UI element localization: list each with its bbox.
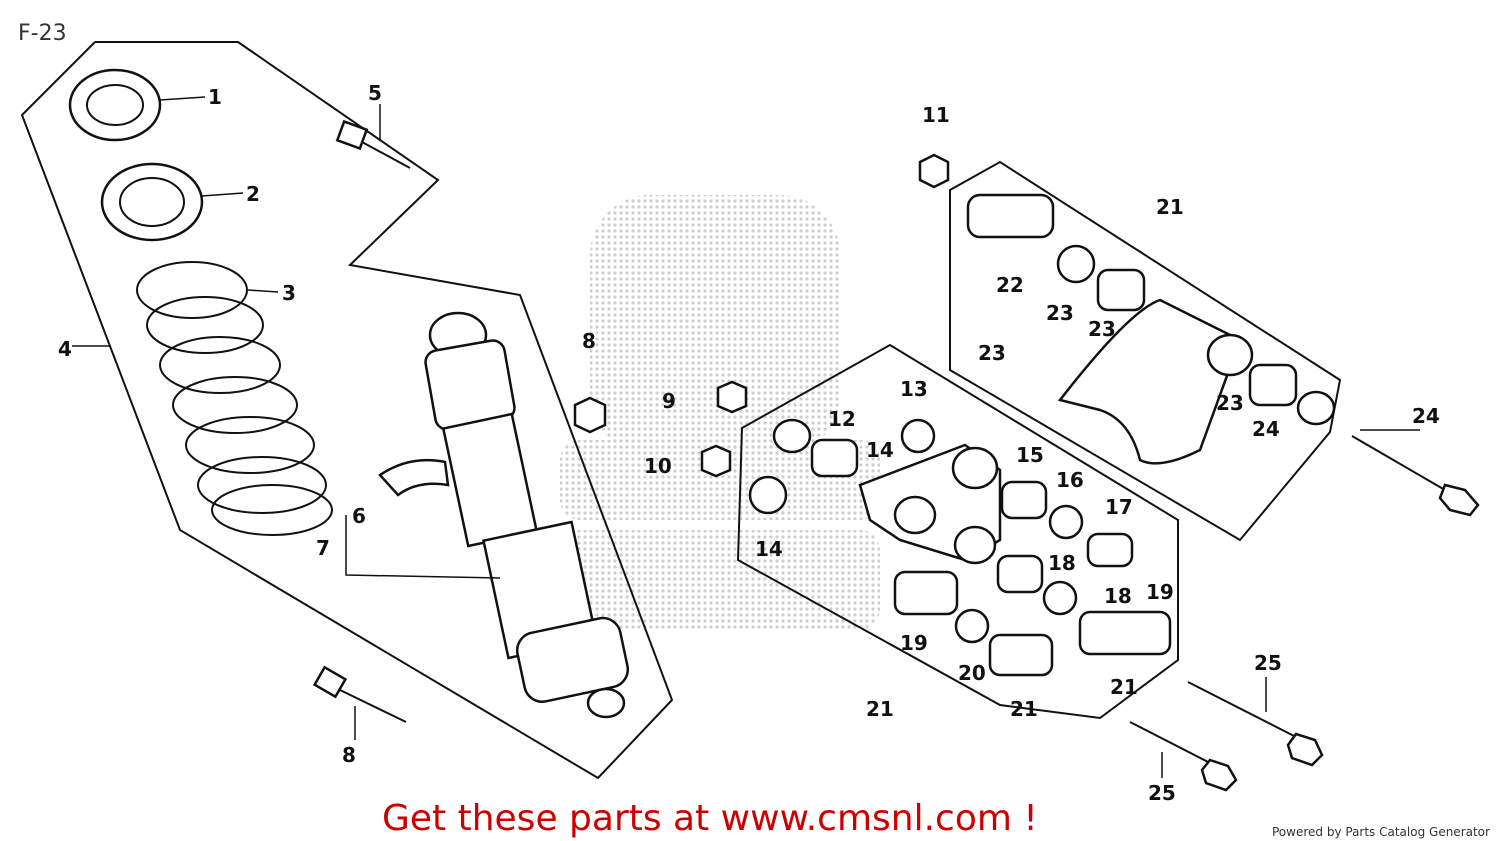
callout-labels: 1 2 3 4 5 6 7 8 8 9 10 11 12 13 14 14 15… [58, 81, 1440, 805]
leader-lines [72, 96, 1420, 778]
diagram-title: F-23 [18, 21, 67, 46]
callout-23-d: 24 [1252, 417, 1280, 441]
callout-3: 7 [316, 536, 330, 560]
callout-1: 4 [58, 337, 72, 361]
callout-9: 17 [1105, 495, 1133, 519]
callout-12: 23 [978, 341, 1006, 365]
bolt-15 [1129, 721, 1238, 792]
adjuster-nut-4 [100, 162, 204, 242]
callout-23-b: 18 [1104, 584, 1132, 608]
promo-banner[interactable]: Get these parts at www.cmsnl.com ! [382, 798, 1038, 839]
callout-19-top: 11 [922, 103, 950, 127]
callout-22: 15 [1016, 443, 1044, 467]
callout-15: 25 [1148, 781, 1176, 805]
nut-18-mid [700, 444, 732, 478]
callout-16: 8 [342, 743, 356, 767]
credit-text: Powered by Parts Catalog Generator [1272, 825, 1490, 839]
frame-linkage-group [736, 343, 1179, 720]
callout-7: 21 [1010, 697, 1038, 721]
spring-2 [136, 261, 333, 536]
callout-14-bottom: 25 [1254, 651, 1282, 675]
callout-18-mid: 10 [644, 454, 672, 478]
callout-11: 21 [1156, 195, 1184, 219]
callout-24-b: 20 [958, 661, 986, 685]
nut-18-top [573, 396, 607, 434]
callout-19-mid: 9 [662, 389, 676, 413]
callout-25-a: 13 [900, 377, 928, 401]
callout-23-a: 12 [828, 407, 856, 431]
callout-21-d: 23 [1216, 391, 1244, 415]
callout-6: 21 [866, 697, 894, 721]
frame-arm-group [949, 160, 1342, 542]
lock-nut-5 [68, 68, 162, 142]
callout-24-a: 14 [755, 537, 783, 561]
callout-21-a: 14 [866, 438, 894, 462]
callout-10: 19 [1146, 580, 1174, 604]
arm-11 [966, 193, 1336, 465]
callout-8-top: 22 [996, 273, 1024, 297]
callout-25-b: 16 [1056, 468, 1084, 492]
bolt-17 [335, 119, 411, 169]
callout-20: 19 [900, 631, 928, 655]
shock-absorber-3 [424, 311, 630, 719]
bolt-16 [312, 665, 407, 723]
linkage-parts [748, 418, 1172, 677]
callout-17: 5 [368, 81, 382, 105]
nut-19-top [918, 153, 950, 189]
collar-13 [378, 458, 450, 497]
callout-21-c: 23 [1088, 317, 1116, 341]
callout-2: 3 [282, 281, 296, 305]
callout-4: 2 [246, 182, 260, 206]
callout-21-b: 18 [1048, 551, 1076, 575]
callout-18-top: 8 [582, 329, 596, 353]
callout-23-c: 23 [1046, 301, 1074, 325]
callout-14-top: 24 [1412, 404, 1440, 428]
callout-13: 6 [352, 504, 366, 528]
nut-19-mid [716, 380, 748, 414]
frame-shock-assembly [20, 41, 674, 780]
bolt-14-bottom [1187, 681, 1324, 767]
callout-8-bottom: 21 [1110, 675, 1138, 699]
callout-5: 1 [208, 85, 222, 109]
watermark-logo [560, 195, 880, 630]
bolt-14-top [1351, 435, 1480, 517]
